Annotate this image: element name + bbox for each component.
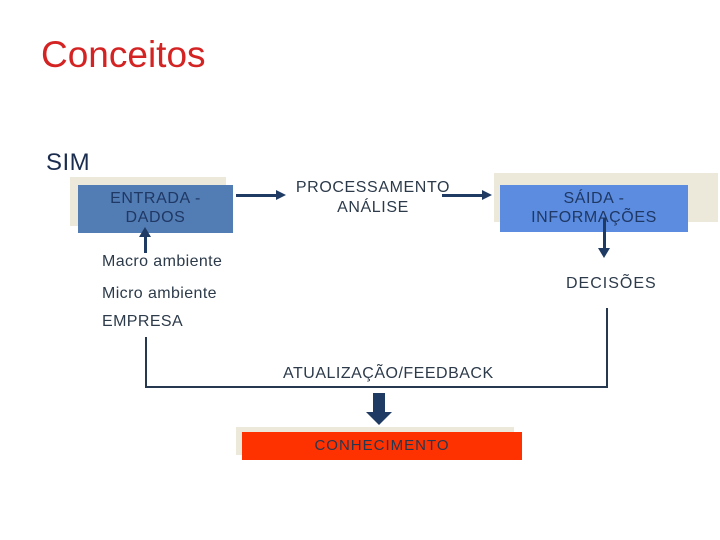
decisoes-label: DECISÕES [566, 275, 657, 292]
arrow-entrada-to-processamento [236, 194, 276, 197]
feedback-line-bottom [145, 386, 608, 388]
arrow-right-icon [482, 190, 492, 200]
arrow-processamento-to-saida [442, 194, 482, 197]
input-empresa: EMPRESA [102, 313, 184, 330]
saida-informacoes-box: SÁIDA - INFORMAÇÕES [500, 185, 688, 232]
arrow-down-icon [598, 248, 610, 258]
saida-informacoes-label: SÁIDA - INFORMAÇÕES [531, 189, 657, 226]
conhecimento-box: CONHECIMENTO [242, 432, 522, 460]
arrow-inputs-to-entrada [144, 236, 147, 253]
page-title: Conceitos [41, 34, 206, 75]
arrow-right-icon [276, 190, 286, 200]
entrada-dados-label: ENTRADA - DADOS [110, 190, 201, 226]
entrada-dados-box: ENTRADA - DADOS [78, 185, 233, 233]
conhecimento-label: CONHECIMENTO [314, 437, 450, 455]
sim-section-label: SIM [46, 149, 91, 176]
input-macro-ambiente: Macro ambiente [102, 253, 223, 270]
block-down-arrow-icon [373, 393, 385, 413]
block-down-arrow-head-icon [366, 412, 392, 425]
atualizacao-feedback-label: ATUALIZAÇÃO/FEEDBACK [283, 365, 494, 382]
arrow-saida-to-decisoes [603, 218, 606, 249]
feedback-line-right [606, 308, 608, 388]
processamento-analise-label: PROCESSAMENTO ANÁLISE [295, 179, 451, 216]
feedback-line-left [145, 337, 147, 388]
input-micro-ambiente: Micro ambiente [102, 285, 217, 302]
arrow-up-icon [139, 227, 151, 237]
